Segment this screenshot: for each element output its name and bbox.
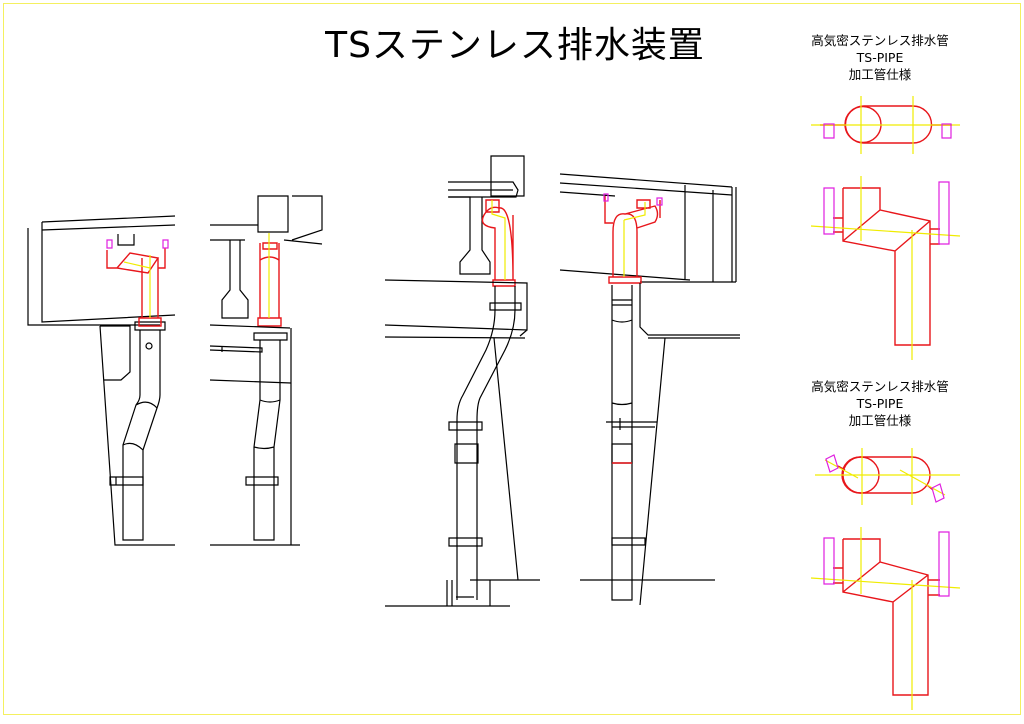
elevation-view-1 <box>27 215 176 546</box>
spec-line-product: 高気密ステンレス排水管 <box>811 33 949 48</box>
spec-diagram-bottom <box>810 448 961 710</box>
spec-line-type: 加工管仕様 <box>848 413 912 428</box>
elevation-view-3 <box>384 155 540 607</box>
elevation-view-4 <box>559 173 740 606</box>
spec-label-bottom: 高気密ステンレス排水管 TS-PIPE 加工管仕様 <box>780 378 980 429</box>
spec-line-type: 加工管仕様 <box>848 67 912 82</box>
spec-diagram-top <box>810 96 961 360</box>
sheet-border <box>3 3 1021 715</box>
drawing-title: TSステンレス排水装置 <box>325 25 705 66</box>
spec-line-model: TS-PIPE <box>856 50 904 65</box>
spec-line-model: TS-PIPE <box>856 396 904 411</box>
spec-line-product: 高気密ステンレス排水管 <box>811 379 949 394</box>
elevation-view-2 <box>209 195 323 546</box>
spec-label-top: 高気密ステンレス排水管 TS-PIPE 加工管仕様 <box>780 32 980 83</box>
